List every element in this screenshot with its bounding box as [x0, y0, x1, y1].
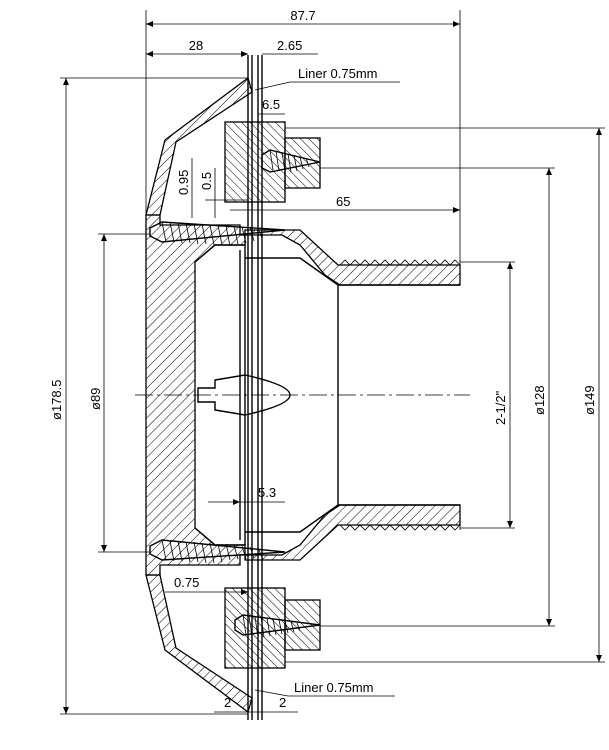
- label-89: ø89: [88, 388, 103, 410]
- label-liner-bottom: Liner 0.75mm: [294, 680, 373, 695]
- label-gasket-left: 2: [224, 695, 231, 710]
- clamp-ring-upper: [224, 121, 286, 203]
- label-149: ø149: [582, 385, 597, 415]
- label-0-95: 0.95: [176, 170, 191, 195]
- label-gasket-right: 2: [279, 695, 286, 710]
- pipe-bore: [245, 257, 460, 533]
- leader-liner-bottom: [254, 689, 289, 697]
- label-65: 65: [336, 194, 350, 209]
- label-liner-top: Liner 0.75mm: [298, 66, 377, 81]
- screw-lower: [149, 539, 286, 564]
- label-0-75: 0.75: [174, 575, 199, 590]
- label-thread: 2-1/2": [493, 390, 508, 425]
- label-178-5: ø178.5: [49, 380, 64, 420]
- label-28: 28: [189, 38, 203, 53]
- clamp-ring-lower: [224, 587, 286, 669]
- label-0-5: 0.5: [199, 172, 214, 190]
- label-6-5: 6.5: [262, 97, 280, 112]
- clamp-screw-upper: [261, 149, 321, 173]
- center-plug: [197, 374, 291, 416]
- thread-lower: [339, 505, 461, 531]
- thread-upper: [339, 259, 461, 285]
- label-128: ø128: [532, 385, 547, 415]
- screw-upper: [149, 221, 286, 247]
- clamp-screw-lower: [234, 614, 321, 638]
- label-2-65: 2.65: [277, 38, 302, 53]
- label-87-7: 87.7: [290, 8, 315, 23]
- label-5-3: 5.3: [258, 485, 276, 500]
- leader-liner-top: [254, 81, 291, 91]
